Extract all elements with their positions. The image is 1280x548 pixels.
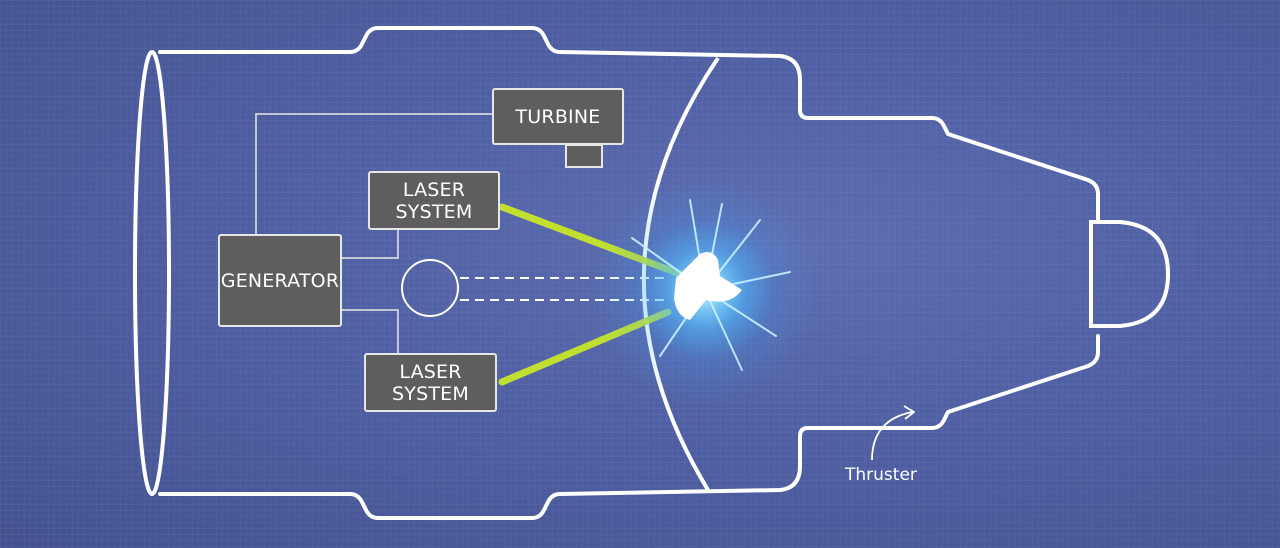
turbine-stem [565,144,603,168]
wire-generator-laser-top [342,230,399,259]
turbine-label: TURBINE [515,105,601,128]
thruster-nozzle [1089,220,1171,328]
wire-generator-turbine [255,113,492,234]
laser-system-top-box: LASER SYSTEM [368,171,500,230]
fuel-pellet-circle [401,259,459,317]
generator-label: GENERATOR [220,269,340,292]
wire-generator-laser-bottom [342,309,399,353]
engine-body-outline [158,26,1100,224]
laser-system-bottom-label: LASER SYSTEM [392,360,469,405]
generator-box: GENERATOR [218,234,342,327]
intake-ring [133,50,171,496]
injection-path [460,277,670,301]
thruster-pointer [871,411,913,461]
ignition-burst [590,175,820,405]
wiring [255,113,492,353]
glow-flash [674,252,742,320]
turbine-box: TURBINE [492,88,624,145]
engine-body-outline-bottom [158,334,1100,520]
laser-system-bottom-box: LASER SYSTEM [364,353,497,412]
thruster-label: Thruster [845,465,917,485]
laser-system-top-label: LASER SYSTEM [395,178,473,223]
thruster-pointer-head [903,405,915,420]
